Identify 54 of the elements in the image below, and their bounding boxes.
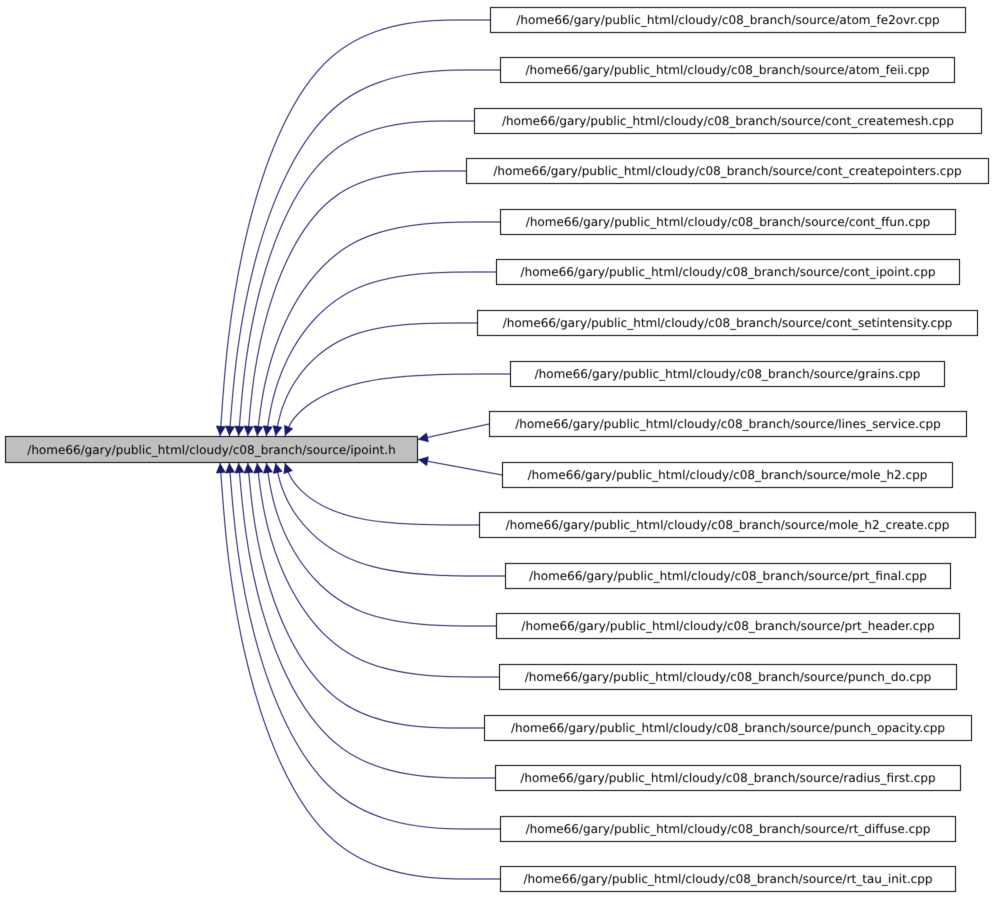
file-path: /home66/gary/public_html/cloudy/c08_branch/source/ipoint.h (27, 442, 396, 456)
file-box (505, 563, 951, 589)
file-path: /home66/gary/public_html/cloudy/c08_branch/source/lines_service.cpp (515, 417, 941, 431)
file-path: /home66/gary/public_html/cloudy/c08_branch/source/rt_tau_init.cpp (524, 872, 932, 886)
file-path: /home66/gary/public_html/cloudy/c08_branch/source/cont_setintensity.cpp (502, 316, 952, 330)
file-box (484, 715, 972, 741)
file-box (510, 361, 945, 387)
file-box (495, 765, 961, 791)
highlighted-file-box (5, 436, 418, 463)
file-box (499, 664, 957, 690)
file-path: /home66/gary/public_html/cloudy/c08_branch/source/atom_fe2ovr.cpp (516, 13, 940, 27)
arrow (272, 462, 506, 576)
file-box (489, 411, 967, 437)
arrow (234, 462, 496, 778)
file-box (466, 158, 989, 184)
file-path: /home66/gary/public_html/cloudy/c08_branch/source/prt_header.cpp (521, 619, 935, 633)
file-path: /home66/gary/public_html/cloudy/c08_branch/source/rt_diffuse.cpp (526, 822, 930, 836)
arrow (244, 170, 466, 436)
file-path: /home66/gary/public_html/cloudy/c08_branch/source/prt_final.cpp (529, 569, 927, 583)
file-box (474, 108, 982, 134)
file-path: /home66/gary/public_html/cloudy/c08_branch/source/atom_feii.cpp (525, 63, 930, 77)
file-path: /home66/gary/public_html/cloudy/c08_branch/source/punch_do.cpp (524, 670, 932, 684)
arrow (244, 462, 484, 728)
file-box (490, 7, 966, 33)
arrow (253, 222, 500, 436)
arrow (283, 462, 480, 526)
arrow (225, 70, 500, 436)
arrow (216, 20, 490, 436)
file-box (500, 866, 956, 892)
arrow (253, 462, 500, 678)
file-path: /home66/gary/public_html/cloudy/c08_branch/source/cont_ffun.cpp (526, 215, 930, 229)
file-box (496, 613, 960, 639)
file-box (479, 512, 976, 538)
file-path: /home66/gary/public_html/cloudy/c08_branch/source/mole_h2.cpp (528, 468, 928, 482)
file-box (500, 209, 956, 235)
file-path: /home66/gary/public_html/cloudy/c08_branch/source/radius_first.cpp (520, 771, 936, 785)
arrow (284, 374, 510, 436)
arrow (272, 322, 478, 436)
file-box (500, 816, 956, 842)
file-path: /home66/gary/public_html/cloudy/c08_branch/source/cont_createmesh.cpp (502, 114, 954, 128)
file-path: /home66/gary/public_html/cloudy/c08_branch/source/mole_h2_create.cpp (506, 518, 950, 532)
arrow (263, 462, 496, 626)
arrow (234, 120, 474, 436)
file-path: /home66/gary/public_html/cloudy/c08_branch/source/punch_opacity.cpp (510, 721, 946, 735)
file-path: /home66/gary/public_html/cloudy/c08_branch/source/cont_ipoint.cpp (520, 265, 936, 279)
arrow (418, 424, 490, 442)
file-path: /home66/gary/public_html/cloudy/c08_branch/source/grains.cpp (534, 367, 920, 381)
file-box (500, 57, 955, 83)
file-box (477, 310, 978, 336)
file-box (502, 462, 953, 488)
file-box (496, 259, 960, 285)
arrow (262, 272, 496, 436)
file-path: /home66/gary/public_html/cloudy/c08_branch/source/cont_createpointers.cpp (493, 164, 962, 178)
arrow (418, 456, 502, 476)
